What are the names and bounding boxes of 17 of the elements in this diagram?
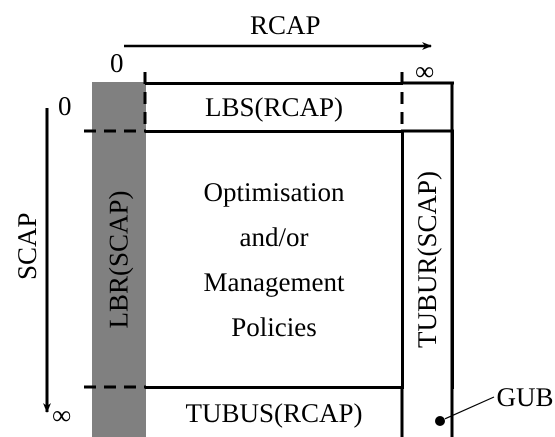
shaded-band <box>92 82 146 437</box>
callout-label: GUB <box>496 380 554 414</box>
tick-label: ∞ <box>52 402 72 429</box>
bound-box <box>145 82 403 133</box>
bound-box <box>401 130 454 389</box>
node-label: TUBUS(RCAP) <box>185 396 363 430</box>
leader-line <box>444 396 494 420</box>
axis-label: RCAP <box>250 12 321 39</box>
tick-label: 0 <box>110 50 124 77</box>
tick-label: 0 <box>58 93 72 120</box>
node-label: LBS(RCAP) <box>204 91 344 124</box>
dot <box>435 416 445 426</box>
tick-label: ∞ <box>415 58 434 85</box>
rotated-label: LBR(SCAP) <box>106 190 132 329</box>
node-label: Optimisation and/or Management Policies <box>202 176 346 344</box>
axis-label: SCAP <box>14 212 41 280</box>
rotated-label: TUBUR(SCAP) <box>414 170 441 348</box>
